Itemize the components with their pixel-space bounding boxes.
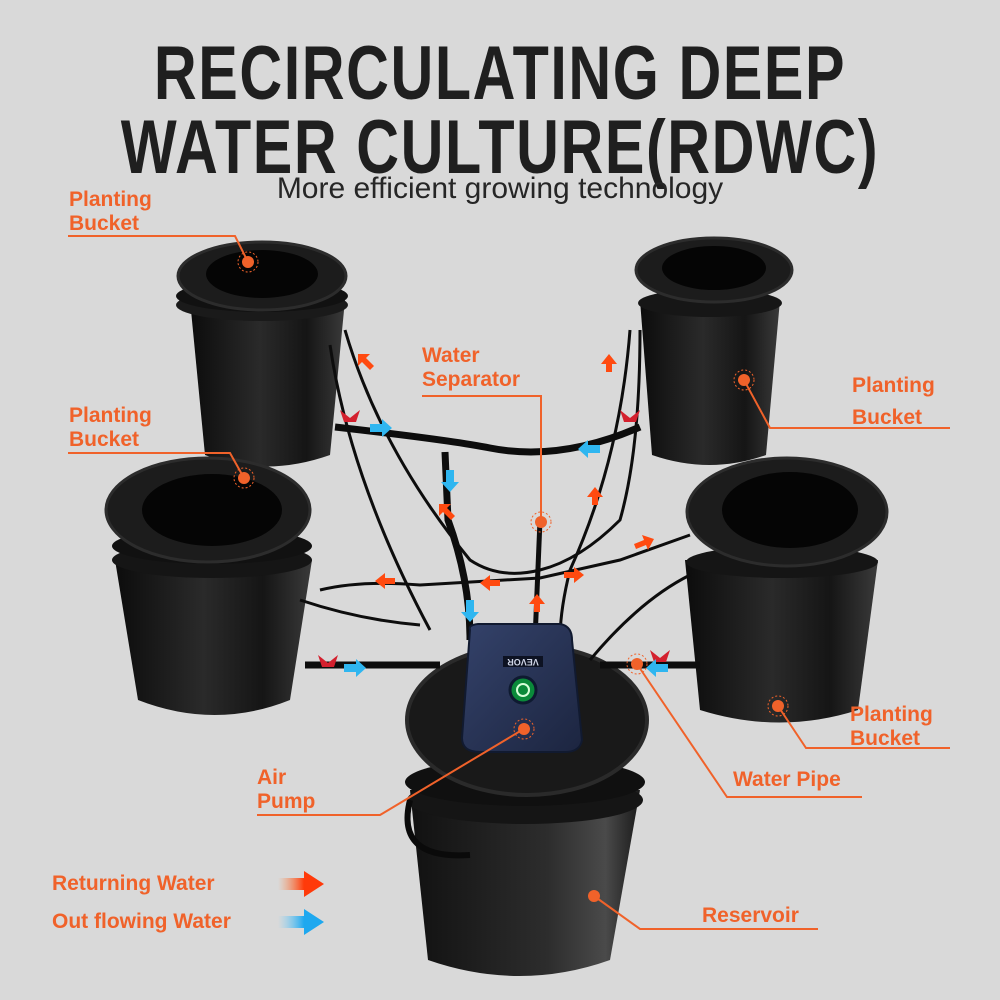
planting-bucket-top-left	[176, 240, 348, 467]
label-line: Bucket	[852, 406, 923, 429]
label-line: Bucket	[69, 428, 140, 451]
label-water-pipe: Water Pipe	[733, 768, 841, 791]
label-planting-bucket-top-right: Planting Bucket	[852, 370, 935, 434]
subtitle: More efficient growing technology	[276, 172, 724, 205]
callout-dots	[233, 251, 789, 902]
valves	[318, 410, 670, 667]
label-planting-bucket-bottom-right: Planting Bucket	[850, 703, 933, 751]
legend-outflowing-water: Out flowing Water	[52, 910, 231, 933]
pump-brand-logo: VEVOR	[507, 657, 539, 667]
label-line: Bucket	[850, 727, 921, 750]
label-line: Air	[257, 766, 287, 789]
planting-bucket-top-right	[634, 236, 794, 465]
label-air-pump: Air Pump	[257, 766, 315, 814]
planting-bucket-mid-left	[104, 456, 312, 715]
label-line: Pump	[257, 790, 316, 813]
label-line: Bucket	[69, 212, 140, 235]
planting-bucket-mid-right	[685, 456, 889, 723]
water-pipes	[299, 329, 700, 669]
label-planting-bucket-top-left: Planting Bucket	[69, 188, 152, 236]
label-line: Planting	[69, 404, 152, 427]
title-line-2: WATER CULTURE(RDWC)	[120, 105, 880, 190]
legend-outflowing-arrow-icon	[278, 909, 324, 935]
label-line: Separator	[422, 368, 521, 391]
label-reservoir: Reservoir	[702, 904, 799, 927]
label-planting-bucket-mid-left: Planting Bucket	[69, 404, 152, 452]
label-line: Planting	[852, 374, 935, 397]
return-arrows	[358, 354, 654, 612]
title-line-1: RECIRCULATING DEEP	[153, 31, 847, 116]
legend-returning-water: Returning Water	[52, 872, 215, 895]
label-line: Water	[422, 344, 480, 367]
callout-lines	[68, 235, 950, 930]
label-water-separator: Water Separator	[422, 344, 520, 392]
air-pump: VEVOR	[460, 623, 584, 753]
label-line: Planting	[850, 703, 933, 726]
outflow-arrows	[344, 419, 668, 677]
label-line: Planting	[69, 188, 152, 211]
legend-returning-arrow-icon	[278, 871, 324, 897]
